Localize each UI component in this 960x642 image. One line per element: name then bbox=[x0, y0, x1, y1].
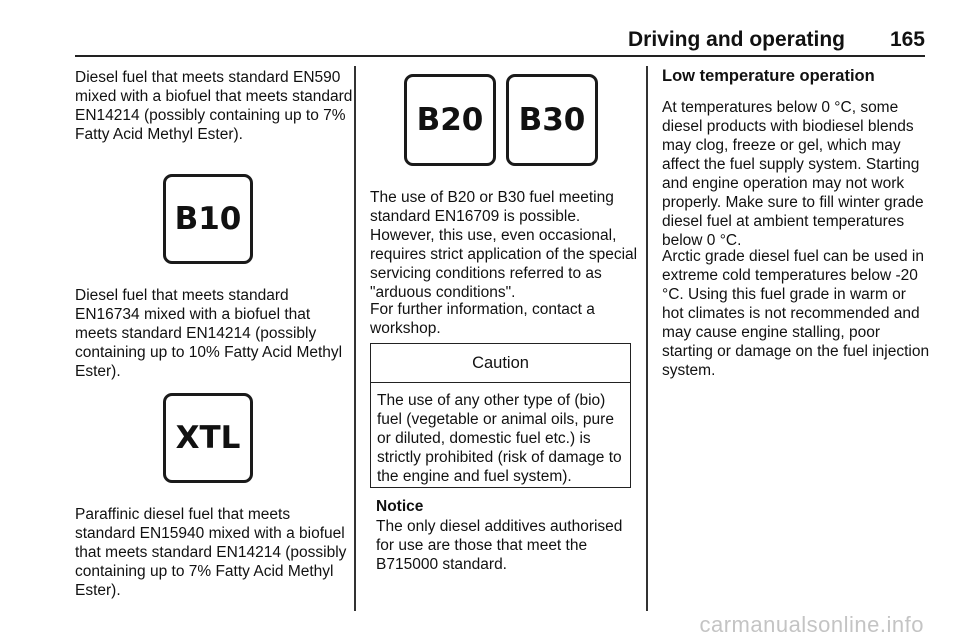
header-title: Driving and operating bbox=[627, 28, 845, 51]
col1-paragraph-3: Paraffinic diesel fuel that meets standa… bbox=[75, 506, 347, 599]
notice-title: Notice bbox=[376, 498, 424, 515]
notice-text: The only diesel additives authorised for… bbox=[376, 518, 623, 573]
header-rule bbox=[75, 55, 925, 57]
col3-paragraph-1: At temperatures below 0 °C, some diesel … bbox=[662, 99, 924, 249]
fuel-label-xtl: XTL bbox=[163, 393, 253, 483]
caution-title: Caution bbox=[371, 344, 630, 383]
fuel-label-b30: B30 bbox=[506, 74, 598, 166]
page-number: 165 bbox=[889, 28, 925, 51]
fuel-label-b20: B20 bbox=[404, 74, 496, 166]
col2-paragraph-1: The use of B20 or B30 fuel meeting stand… bbox=[370, 189, 638, 301]
caution-text: The use of any other type of (bio) fuel … bbox=[377, 392, 622, 485]
col1-paragraph-2: Diesel fuel that meets standard EN16734 … bbox=[75, 287, 343, 380]
column-divider-2 bbox=[646, 66, 648, 611]
col1-paragraph-1: Diesel fuel that meets standard EN590 mi… bbox=[75, 69, 353, 143]
col2-paragraph-2: For further information, contact a works… bbox=[370, 301, 595, 337]
caution-box: Caution The use of any other type of (bi… bbox=[370, 343, 631, 488]
page-header: Driving and operating 165 bbox=[75, 28, 925, 52]
watermark: carmanualsonline.info bbox=[699, 612, 924, 637]
column-divider-1 bbox=[354, 66, 356, 611]
col3-paragraph-2: Arctic grade diesel fuel can be used in … bbox=[662, 248, 930, 379]
section-title-low-temperature: Low temperature operation bbox=[662, 67, 875, 85]
fuel-label-b10: B10 bbox=[163, 174, 253, 264]
